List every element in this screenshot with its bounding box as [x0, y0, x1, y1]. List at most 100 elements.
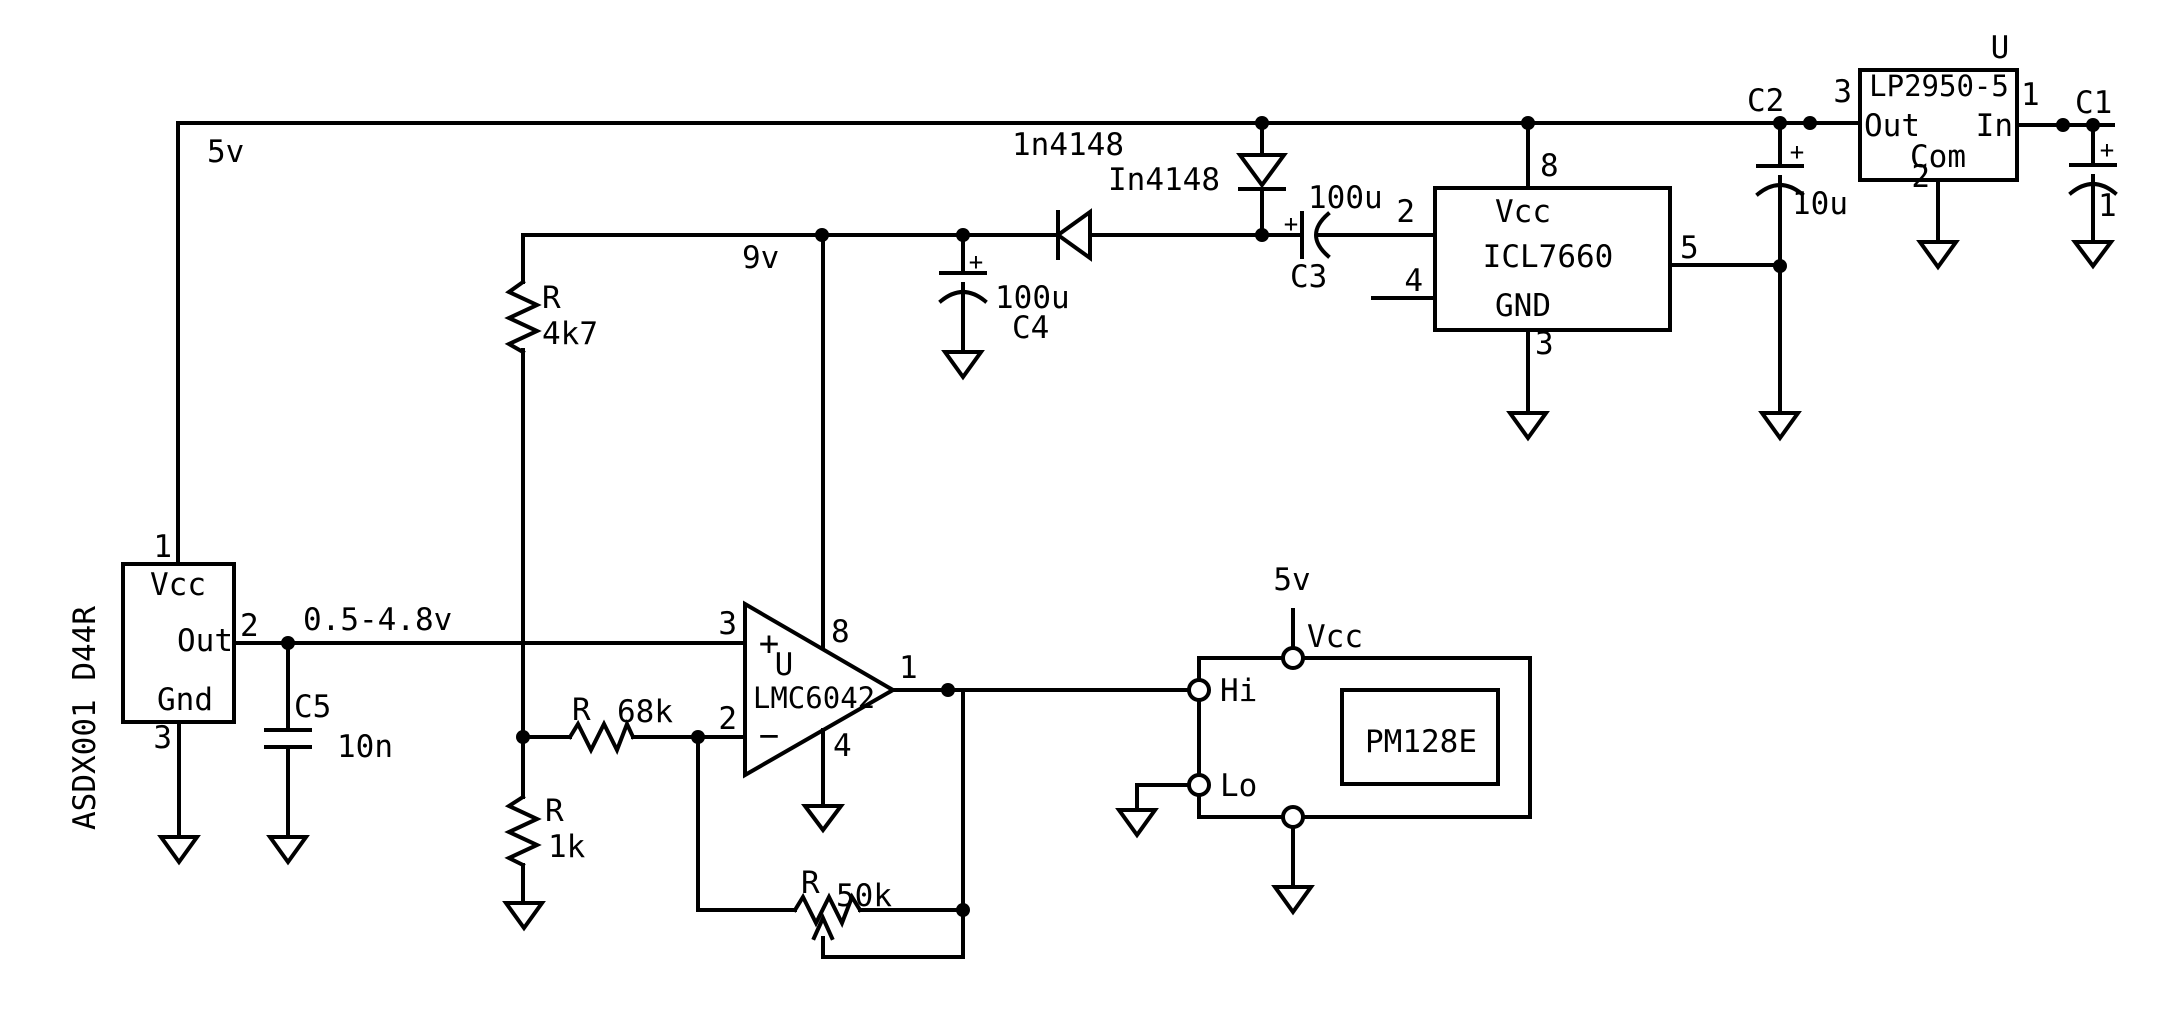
junction-dot: [1255, 116, 1269, 130]
c3-ref: C3: [1290, 259, 1327, 295]
lp2950-pin2-number: 2: [1911, 159, 1930, 195]
component-diode-shunt: In4148: [1108, 153, 1288, 198]
c1-value: 1: [2098, 188, 2117, 224]
lp2950-ref: U: [1991, 30, 2010, 66]
junction-dot: [691, 730, 705, 744]
sensor-pin-out-label: Out: [177, 623, 233, 659]
lp2950-in-label: In: [1976, 108, 2013, 144]
c1-plus-mark: +: [2100, 136, 2114, 164]
icl7660-pin4-number: 4: [1404, 263, 1423, 299]
meter-lo-terminal: [1187, 773, 1211, 797]
icl7660-pin5-number: 5: [1680, 230, 1699, 266]
junction-dot: [815, 228, 829, 242]
c1-ref: C1: [2075, 85, 2112, 121]
pot-wiper-arrow: [811, 913, 835, 941]
component-c2: C2 + 10u: [1747, 83, 1848, 222]
junction-dot: [1255, 228, 1269, 242]
opamp-pin8-number: 8: [831, 614, 850, 650]
sensor-pin3-number: 3: [153, 720, 172, 756]
lp2950-body: [1858, 68, 2019, 182]
component-lp2950: U LP2950-5 Out In Com 3 1 2: [1833, 30, 2039, 195]
component-c5: C5 10n: [264, 689, 393, 765]
component-icl7660: Vcc ICL7660 GND 8 2 4 5 3: [1396, 148, 1698, 362]
opamp-pin4-number: 4: [833, 728, 852, 764]
component-r4k7: R 4k7: [504, 279, 598, 355]
junction-dot: [956, 228, 970, 242]
component-c4: + 100u C4: [938, 248, 1070, 346]
r68k-zigzag: [567, 718, 636, 755]
component-sensor: ASDX001 D44R Vcc Out Gnd 1 2 3 0.5-4.8v: [67, 529, 452, 830]
meter-hi-label: Hi: [1220, 673, 1257, 709]
r1k-zigzag: [504, 794, 542, 868]
opamp-pin3-number: 3: [718, 606, 737, 642]
sensor-body: [121, 562, 236, 724]
ground-icon: [157, 835, 201, 866]
r1k-ref: R: [545, 793, 564, 829]
icl7660-pin8-number: 8: [1540, 148, 1559, 184]
icl7660-vcc-label: Vcc: [1495, 194, 1551, 230]
junction-dot: [1521, 116, 1535, 130]
c4-ref: C4: [1012, 310, 1049, 346]
meter-hi-terminal: [1187, 678, 1211, 702]
lp2950-part-number: LP2950-5: [1869, 69, 2009, 103]
meter-lo-label: Lo: [1220, 768, 1257, 804]
sensor-pin-vcc-label: Vcc: [150, 567, 206, 603]
ground-icon: [2071, 240, 2115, 270]
meter-vcc-terminal: [1281, 646, 1305, 670]
junction-dot: [1773, 259, 1787, 273]
ground-icon: [1115, 808, 1159, 839]
c2-value: 10u: [1792, 186, 1848, 222]
junction-dot: [516, 730, 530, 744]
ground-icon: [502, 901, 546, 932]
wiper-return-wire: [821, 908, 965, 959]
icl7660-body: [1433, 186, 1672, 332]
ground-icon: [1506, 411, 1550, 442]
meter-gnd-terminal: [1281, 805, 1305, 829]
r68k-value: 68k: [617, 694, 673, 730]
opamp-part-number: LMC6042: [753, 681, 875, 715]
meter-display-box: [1340, 688, 1500, 786]
opamp-ref: U: [775, 647, 794, 683]
component-r68k: R 68k: [567, 692, 673, 755]
c4-plus-mark: +: [969, 248, 983, 276]
lp2950-pin3-number: 3: [1833, 74, 1852, 110]
c5-ref: C5: [294, 689, 331, 725]
ground-icon: [1758, 411, 1802, 442]
meter-body: [1197, 656, 1532, 819]
rail-9v-label: 9v: [742, 240, 779, 276]
pot-left-wire: [696, 735, 797, 912]
icl7660-gnd-label: GND: [1495, 288, 1551, 324]
opamp-pin2-number: 2: [718, 701, 737, 737]
r4k7-zigzag: [504, 279, 542, 355]
ground-icon: [941, 350, 985, 381]
pot-ref: R: [801, 865, 820, 901]
sensor-out-range-label: 0.5-4.8v: [303, 602, 452, 638]
rail-5v-label: 5v: [207, 134, 244, 170]
component-meter: PM128E 5v Vcc Hi Lo: [1187, 562, 1532, 829]
opamp-pin1-number: 1: [899, 650, 918, 686]
ground-icon: [801, 804, 845, 834]
c4-plate-curved: [938, 290, 988, 304]
shunt-diode-triangle: [1236, 153, 1288, 189]
meter-5v-label: 5v: [1273, 562, 1310, 598]
ground-icon: [1916, 240, 1960, 271]
lp2950-pin1-number: 1: [2021, 77, 2040, 113]
meter-vcc-label: Vcc: [1307, 619, 1363, 655]
junction-dot: [956, 903, 970, 917]
junction-dot: [2056, 118, 2070, 132]
sensor-name: ASDX001 D44R: [67, 606, 103, 830]
meter-lo-wire: [1135, 783, 1191, 812]
component-opamp: + − U LMC6042 3 2 8 4 1: [718, 600, 918, 779]
series-diode-label: 1n4148: [1012, 127, 1124, 163]
icl7660-pin3-number: 3: [1535, 326, 1554, 362]
c3-plate-curved: [1314, 211, 1331, 259]
r68k-ref: R: [572, 692, 591, 728]
junction-dot: [1803, 116, 1817, 130]
c2-plate-curved: [1755, 183, 1805, 197]
junction-dot: [1773, 116, 1787, 130]
junction-dots: [281, 116, 2100, 917]
component-r1k: R 1k: [504, 793, 586, 868]
component-c3: + 100u C3: [1284, 180, 1383, 295]
